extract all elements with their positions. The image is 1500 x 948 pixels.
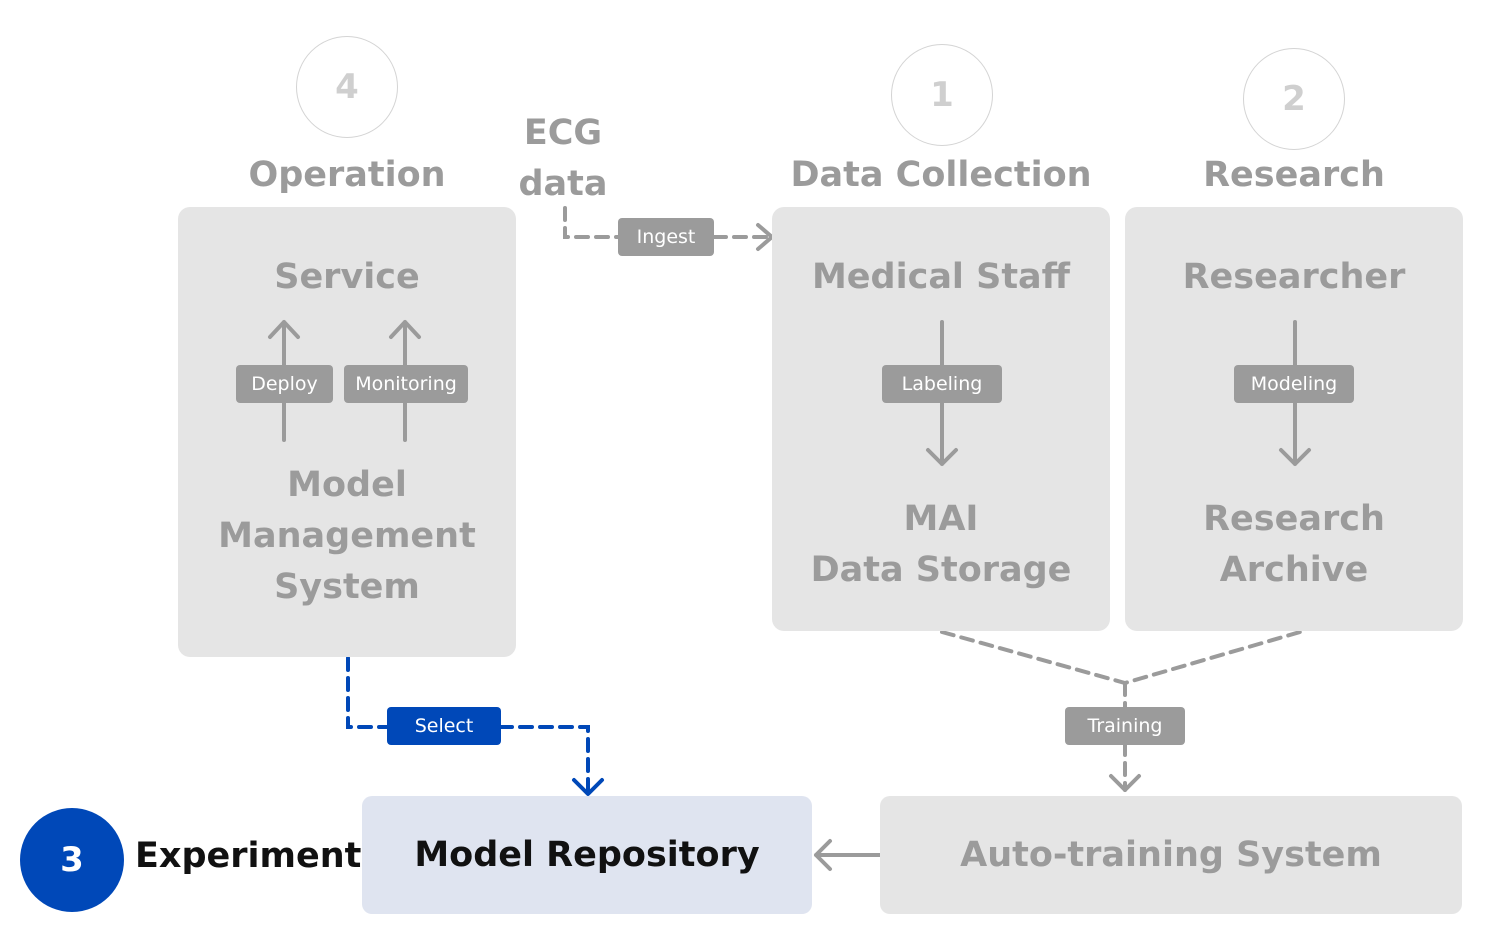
mms-line3: System bbox=[274, 567, 420, 607]
select-tag[interactable]: Select bbox=[387, 707, 501, 745]
mai-line1: MAI bbox=[903, 499, 979, 539]
ecg-data-line2: data bbox=[518, 164, 608, 204]
operation-panel bbox=[178, 207, 516, 657]
experiment-stage-title: Experiment bbox=[135, 836, 362, 876]
auto-to-repo-arrow-icon bbox=[814, 839, 882, 871]
mai-data-storage-label: MAI Data Storage bbox=[772, 494, 1110, 596]
select-arrowhead-icon bbox=[572, 778, 604, 796]
labeling-tag[interactable]: Labeling bbox=[882, 365, 1002, 403]
ingest-arrowhead-icon bbox=[756, 223, 774, 251]
research-step-number: 2 bbox=[1243, 48, 1345, 150]
model-management-system-label: Model Management System bbox=[178, 460, 516, 613]
service-label: Service bbox=[274, 257, 420, 297]
auto-training-system-box[interactable]: Auto-training System bbox=[880, 796, 1462, 914]
ingest-tag[interactable]: Ingest bbox=[618, 218, 714, 256]
modeling-tag[interactable]: Modeling bbox=[1234, 365, 1354, 403]
research-archive-label: Research Archive bbox=[1125, 494, 1463, 596]
deploy-tag[interactable]: Deploy bbox=[236, 365, 333, 403]
mms-line1: Model bbox=[287, 465, 407, 505]
operation-stage-title: Operation bbox=[248, 155, 446, 195]
training-arrowhead-icon bbox=[1109, 774, 1141, 792]
data-collection-stage-title: Data Collection bbox=[790, 155, 1092, 195]
medical-staff-label: Medical Staff bbox=[811, 257, 1071, 297]
experiment-step-number: 3 bbox=[20, 808, 124, 912]
monitoring-tag[interactable]: Monitoring bbox=[344, 365, 468, 403]
ecg-data-label: ECG data bbox=[510, 108, 616, 210]
mai-line2: Data Storage bbox=[810, 550, 1072, 590]
research-stage-title: Research bbox=[1203, 155, 1385, 195]
archive-line1: Research bbox=[1203, 499, 1385, 539]
ecg-data-line1: ECG bbox=[523, 113, 603, 153]
archive-line2: Archive bbox=[1219, 550, 1369, 590]
operation-step-number: 4 bbox=[296, 36, 398, 138]
mms-line2: Management bbox=[218, 516, 476, 556]
data-collection-step-number: 1 bbox=[891, 44, 993, 146]
researcher-label: Researcher bbox=[1182, 257, 1406, 297]
model-repository-box[interactable]: Model Repository bbox=[362, 796, 812, 914]
training-tag[interactable]: Training bbox=[1065, 707, 1185, 745]
